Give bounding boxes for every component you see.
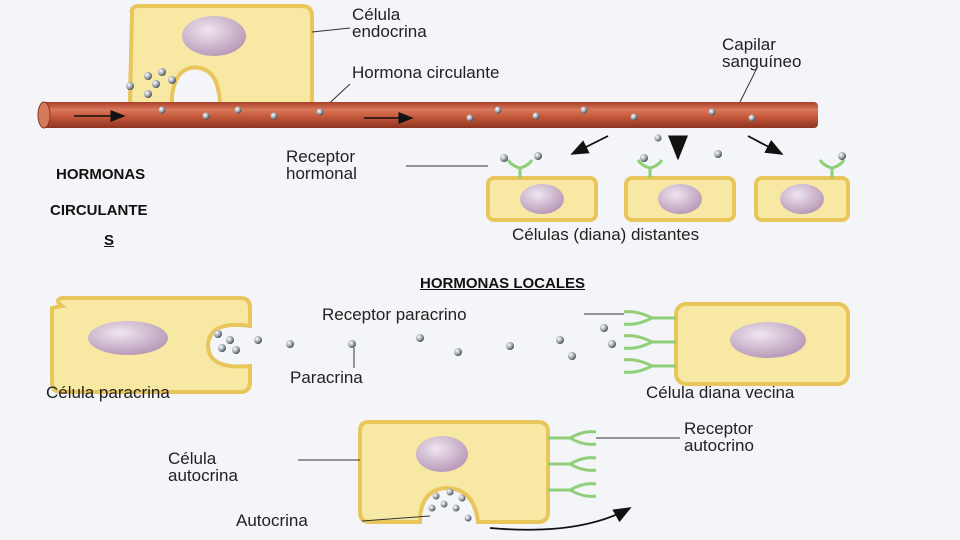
title-circulating-hormones-line1: HORMONAS xyxy=(56,166,146,183)
autocrine-cell xyxy=(358,420,550,524)
label-circulating-hormone: Hormona circulante xyxy=(352,63,499,82)
label-distant-target-cells: Células (diana) distantes xyxy=(512,225,699,244)
distant-target-cell-3 xyxy=(754,152,850,222)
title-circulating-hormones-line2: CIRCULANTE xyxy=(50,202,148,219)
endocrine-cell xyxy=(127,3,314,110)
blood-vessel xyxy=(37,101,818,129)
paracrine-nucleus xyxy=(88,321,168,355)
neighbor-target-cell xyxy=(674,302,850,386)
vessel-molecules xyxy=(158,106,756,122)
autocrine-nucleus xyxy=(416,436,468,472)
autocrine-molecules xyxy=(428,488,472,522)
distant-target-cell-1 xyxy=(486,152,598,222)
label-blood-capillary: Capilar sanguíneo xyxy=(722,35,801,71)
autocrine-receptors xyxy=(548,430,597,498)
label-paracrine-receptor: Receptor paracrino xyxy=(322,305,467,324)
paracrine-molecules xyxy=(214,324,616,360)
label-autocrine: Autocrina xyxy=(236,511,308,530)
distant-target-cell-2 xyxy=(624,150,736,222)
paracrine-cell xyxy=(50,296,252,394)
label-autocrine-receptor: Receptor autocrino xyxy=(684,419,758,455)
paracrine-receptors xyxy=(623,310,676,374)
autocrine-return-arrow xyxy=(489,507,632,531)
endocrine-molecules xyxy=(126,68,176,98)
distribution-arrows xyxy=(570,134,784,161)
leader-endocrine-cell xyxy=(311,27,351,33)
title-local-hormones: HORMONAS LOCALES xyxy=(420,275,585,292)
leader-blood-capillary xyxy=(737,69,757,107)
label-autocrine-cell: Célula autocrina xyxy=(168,449,238,485)
label-paracrine: Paracrina xyxy=(290,368,363,387)
label-endocrine-cell: Célula endocrina xyxy=(352,5,427,41)
label-hormone-receptor: Receptor hormonal xyxy=(286,147,360,183)
title-circulating-hormones-line3: S xyxy=(104,232,115,249)
endocrine-nucleus xyxy=(182,16,246,56)
label-neighbor-target-cell: Célula diana vecina xyxy=(646,383,795,402)
label-paracrine-cell: Célula paracrina xyxy=(46,383,170,402)
leader-autocrine xyxy=(361,515,431,522)
